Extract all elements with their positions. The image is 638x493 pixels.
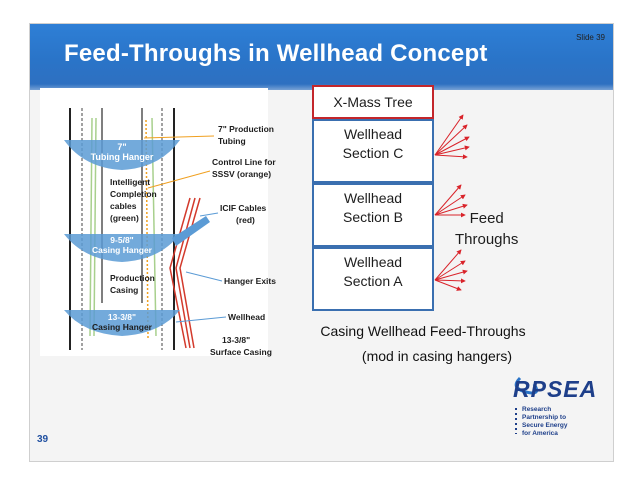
intelligent-completion-line2: Completion xyxy=(110,189,157,199)
rpsea-tagline: Research Partnership to Secure Energy fo… xyxy=(522,406,568,438)
intelligent-completion-line1: Intelligent xyxy=(110,177,150,187)
section-a-line1: Wellhead xyxy=(343,254,403,270)
leader-wellhead xyxy=(175,316,227,323)
wellhead-cross-section-diagram: 7" Tubing Hanger 9-5/8" Casing Hanger 13… xyxy=(40,88,276,357)
arrow-group-middle xyxy=(434,184,468,218)
slide-title: Feed-Throughs in Wellhead Concept xyxy=(64,40,488,67)
hanger-1-label-line1: 7" xyxy=(117,142,126,152)
rpsea-logo-mark xyxy=(514,376,539,434)
caption-line2: (mod in casing hangers) xyxy=(361,348,513,364)
intelligent-completion-line3: cables xyxy=(110,201,137,211)
red-icif-cable-2 xyxy=(175,197,196,349)
hanger-exit-wedge xyxy=(172,216,210,246)
production-casing-line2: Casing xyxy=(110,285,138,295)
hanger-1-label-line2: Tubing Hanger xyxy=(91,152,154,162)
xmas-tree-box: X-Mass Tree xyxy=(312,85,434,119)
surface-casing-line1: 13-3/8" xyxy=(222,335,250,345)
hanger-exits-label: Hanger Exits xyxy=(224,276,276,286)
feed-label-line2: Throughs xyxy=(455,231,519,248)
red-icif-cable-3 xyxy=(179,197,201,349)
slide-id-label: Slide 39 xyxy=(576,33,605,42)
feed-through-arrows xyxy=(434,114,470,291)
tagline-line1: Research xyxy=(522,406,552,413)
wellhead-callout-label: Wellhead xyxy=(228,312,265,322)
leader-hanger-exits xyxy=(185,271,223,282)
production-casing-line1: Production xyxy=(110,273,155,283)
hanger-3-label-line2: Casing Hanger xyxy=(92,322,153,332)
wellhead-section-b-box: Wellhead Section B xyxy=(312,183,434,247)
tagline-line4: for America xyxy=(522,430,558,437)
wellhead-diagram-svg: 7" Tubing Hanger 9-5/8" Casing Hanger 13… xyxy=(64,108,276,357)
control-line-line1: Control Line for xyxy=(212,157,276,167)
arrow-group-top xyxy=(434,114,470,160)
logo-swoosh xyxy=(514,376,539,395)
icif-cables-line2: (red) xyxy=(236,215,255,225)
xmas-tree-label: X-Mass Tree xyxy=(333,94,413,110)
tagline-line2: Partnership to xyxy=(522,414,567,421)
leader-icif-cables xyxy=(199,212,219,217)
hanger-3-label-line1: 13-3/8" xyxy=(108,312,136,322)
control-line-line2: SSSV (orange) xyxy=(212,169,271,179)
feed-label-line1: Feed xyxy=(469,210,504,227)
icif-cables-line1: ICIF Cables xyxy=(220,203,267,213)
title-band: Feed-Throughs in Wellhead Concept xyxy=(30,24,613,90)
feed-throughs-label: Feed Throughs xyxy=(455,208,518,250)
hanger-2-label-line1: 9-5/8" xyxy=(110,235,133,245)
intermediate-casing-hanger-shape xyxy=(64,234,180,262)
wellhead-section-c-box: Wellhead Section C xyxy=(312,119,434,183)
page-number: 39 xyxy=(37,434,49,445)
wellhead-section-stack: X-Mass Tree Wellhead Section C Wellhead … xyxy=(312,85,434,311)
production-tubing-line1: 7" Production xyxy=(218,124,274,134)
production-tubing-line2: Tubing xyxy=(218,136,246,146)
section-c-line2: Section C xyxy=(342,145,404,161)
intelligent-completion-line4: (green) xyxy=(110,213,139,223)
tagline-line3: Secure Energy xyxy=(522,422,568,429)
section-b-line2: Section B xyxy=(343,209,403,225)
surface-casing-line2: Surface Casing xyxy=(210,347,272,357)
section-c-line1: Wellhead xyxy=(343,126,403,142)
tubing-hanger-shape xyxy=(64,140,180,170)
hanger-2-label-line2: Casing Hanger xyxy=(92,245,153,255)
leader-control-line xyxy=(147,170,211,189)
arrow-group-bottom xyxy=(434,249,468,291)
caption-line1: Casing Wellhead Feed-Throughs xyxy=(320,323,526,339)
rpsea-logo-text: RPSEA xyxy=(513,376,598,402)
leader-production-tubing xyxy=(143,135,215,139)
wellhead-section-a-box: Wellhead Section A xyxy=(312,247,434,311)
section-a-line2: Section A xyxy=(343,273,403,289)
section-b-line1: Wellhead xyxy=(343,190,403,206)
diagram-caption: Casing Wellhead Feed-Throughs (mod in ca… xyxy=(288,319,558,369)
surface-casing-hanger-shape xyxy=(64,310,180,336)
